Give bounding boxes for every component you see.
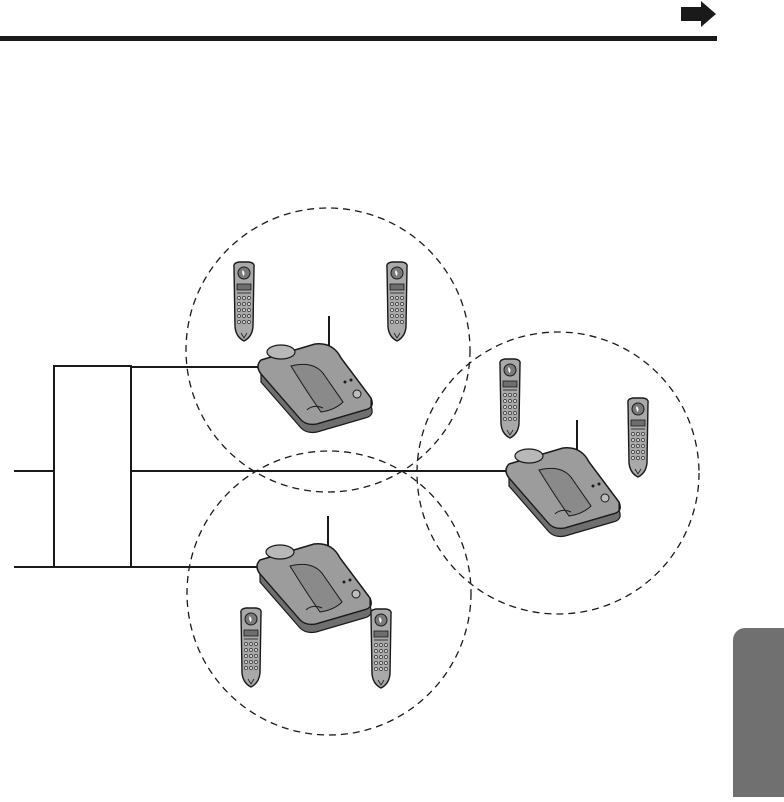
arrow-right-icon bbox=[681, 1, 716, 27]
base-unit-icon bbox=[258, 316, 372, 433]
telephone-line-icon bbox=[14, 366, 512, 567]
base-unit-icon bbox=[257, 516, 371, 633]
handset-icon bbox=[387, 262, 407, 341]
handset-icon bbox=[500, 359, 520, 438]
handset-icon bbox=[371, 609, 391, 688]
handset-icon bbox=[234, 262, 254, 341]
handset-icon bbox=[241, 608, 261, 687]
header-rule bbox=[0, 36, 717, 41]
side-tab bbox=[733, 628, 784, 797]
handset-icon bbox=[628, 398, 648, 477]
base-unit-icon bbox=[506, 420, 620, 537]
